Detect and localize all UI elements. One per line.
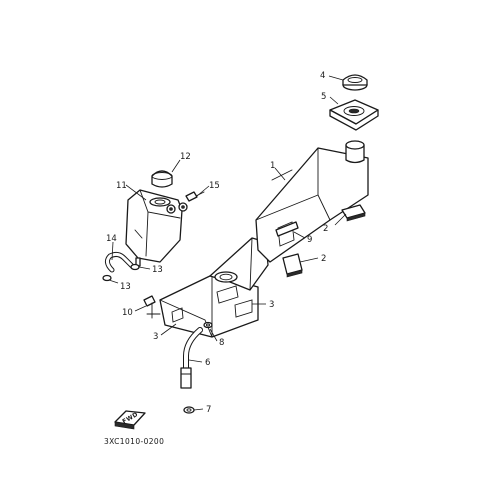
bolt-10[interactable] xyxy=(143,295,161,319)
oil-tank-cap[interactable] xyxy=(151,170,173,188)
hose-clamp-lower[interactable] xyxy=(102,274,112,282)
callout-10: 10 xyxy=(122,308,133,318)
hose-clip[interactable] xyxy=(183,406,195,414)
callout-12: 12 xyxy=(180,152,191,162)
callout-9: 9 xyxy=(307,235,312,245)
oil-hose[interactable] xyxy=(104,251,135,273)
callout-2-lower: 2 xyxy=(321,254,326,264)
callout-13-upper: 13 xyxy=(152,265,163,275)
callout-1: 1 xyxy=(270,161,275,171)
bolt-15[interactable] xyxy=(185,191,205,202)
callout-15: 15 xyxy=(209,181,220,191)
hose-clamp-upper[interactable] xyxy=(130,263,140,271)
fuel-tank[interactable] xyxy=(159,140,369,338)
filler-cap[interactable] xyxy=(342,74,368,91)
callout-14: 14 xyxy=(106,234,117,244)
callout-7: 7 xyxy=(206,405,211,415)
oil-tank[interactable] xyxy=(125,189,188,267)
callout-3-left: 3 xyxy=(153,332,158,342)
cap-gasket-plate[interactable] xyxy=(329,99,379,131)
leader-lines xyxy=(108,75,347,411)
diagram-code: 3XC1010-0200 xyxy=(104,437,164,446)
fwd-direction-marker: FWD xyxy=(114,410,146,430)
fuel-hose[interactable] xyxy=(180,327,203,389)
callout-6: 6 xyxy=(205,358,210,368)
callout-3-right: 3 xyxy=(269,300,274,310)
callout-13-lower: 13 xyxy=(120,282,131,292)
damper-pad-lower[interactable] xyxy=(282,253,303,278)
callout-8: 8 xyxy=(219,338,224,348)
damper-pad-upper[interactable] xyxy=(341,204,366,222)
bracket-8[interactable] xyxy=(203,321,213,329)
callout-4: 4 xyxy=(320,71,325,81)
callout-2-upper: 2 xyxy=(323,224,328,234)
callout-5: 5 xyxy=(321,92,326,102)
callout-11: 11 xyxy=(116,181,127,191)
tank-band[interactable] xyxy=(275,221,299,237)
